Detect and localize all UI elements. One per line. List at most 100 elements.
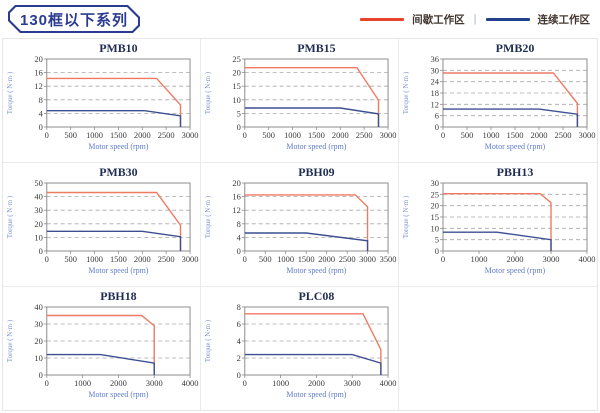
legend-item-intermittent: 间歇工作区 — [360, 12, 465, 27]
svg-text:Torque ( N·m ): Torque ( N·m ) — [402, 195, 410, 238]
svg-text:25: 25 — [232, 54, 240, 64]
svg-text:Motor speed (rpm): Motor speed (rpm) — [88, 266, 148, 275]
svg-text:2500: 2500 — [356, 130, 373, 140]
svg-text:Torque ( N·m ): Torque ( N·m ) — [204, 319, 212, 362]
svg-text:5: 5 — [237, 108, 241, 118]
svg-text:500: 500 — [461, 130, 474, 140]
svg-text:1000: 1000 — [483, 130, 500, 140]
svg-text:2000: 2000 — [134, 130, 151, 140]
empty-cell — [399, 287, 597, 410]
svg-text:25: 25 — [431, 189, 440, 199]
series-title-badge: 130框以下系列 — [8, 5, 140, 33]
svg-text:4000: 4000 — [380, 378, 397, 388]
svg-text:6: 6 — [435, 111, 439, 121]
svg-text:0: 0 — [243, 254, 247, 264]
svg-text:1000: 1000 — [272, 378, 289, 388]
svg-text:0: 0 — [45, 254, 49, 264]
svg-text:16: 16 — [232, 192, 240, 202]
svg-text:2000: 2000 — [134, 254, 151, 264]
svg-text:Torque ( N·m ): Torque ( N·m ) — [6, 195, 14, 238]
svg-text:2000: 2000 — [308, 378, 325, 388]
svg-text:2500: 2500 — [555, 130, 572, 140]
svg-text:8: 8 — [39, 95, 43, 105]
svg-text:Motor speed (rpm): Motor speed (rpm) — [88, 390, 148, 399]
svg-text:PLC08: PLC08 — [299, 289, 335, 303]
svg-text:1500: 1500 — [507, 130, 524, 140]
svg-text:Torque ( N·m ): Torque ( N·m ) — [6, 71, 14, 114]
svg-text:2000: 2000 — [332, 130, 349, 140]
legend-label-intermittent: 间歇工作区 — [412, 13, 465, 26]
svg-text:0: 0 — [237, 246, 241, 256]
svg-text:20: 20 — [34, 54, 42, 64]
intermittent-line-swatch — [360, 17, 405, 21]
svg-text:20: 20 — [431, 201, 440, 211]
svg-text:0: 0 — [441, 254, 445, 264]
svg-text:1000: 1000 — [277, 254, 294, 264]
svg-text:6: 6 — [237, 319, 241, 329]
svg-text:0: 0 — [237, 370, 241, 380]
svg-text:12: 12 — [232, 205, 240, 215]
svg-text:Motor speed (rpm): Motor speed (rpm) — [485, 266, 546, 275]
svg-text:Torque ( N·m ): Torque ( N·m ) — [204, 195, 212, 238]
svg-text:50: 50 — [34, 178, 42, 188]
svg-text:0: 0 — [243, 130, 247, 140]
svg-text:1000: 1000 — [471, 254, 488, 264]
svg-text:3000: 3000 — [543, 254, 560, 264]
svg-text:40: 40 — [34, 192, 42, 202]
svg-text:4000: 4000 — [182, 378, 199, 388]
svg-text:3000: 3000 — [579, 130, 596, 140]
svg-text:500: 500 — [259, 254, 272, 264]
svg-text:Torque ( N·m ): Torque ( N·m ) — [204, 71, 212, 114]
svg-text:2500: 2500 — [339, 254, 356, 264]
svg-text:4: 4 — [237, 232, 242, 242]
svg-text:1500: 1500 — [110, 130, 127, 140]
svg-text:0: 0 — [237, 122, 241, 132]
svg-text:20: 20 — [34, 219, 42, 229]
svg-text:30: 30 — [34, 205, 42, 215]
svg-text:8: 8 — [237, 219, 241, 229]
svg-text:1500: 1500 — [110, 254, 127, 264]
svg-text:500: 500 — [262, 130, 275, 140]
svg-text:20: 20 — [34, 336, 42, 346]
legend-separator: | — [473, 13, 477, 25]
svg-text:2500: 2500 — [158, 254, 175, 264]
svg-text:10: 10 — [34, 232, 42, 242]
svg-text:0: 0 — [435, 246, 439, 256]
svg-text:0: 0 — [435, 122, 439, 132]
svg-text:8: 8 — [237, 302, 241, 312]
svg-text:0: 0 — [45, 378, 49, 388]
svg-text:PBH18: PBH18 — [100, 289, 136, 303]
svg-text:10: 10 — [431, 223, 440, 233]
svg-text:30: 30 — [34, 319, 42, 329]
svg-text:2000: 2000 — [110, 378, 127, 388]
svg-text:Motor speed (rpm): Motor speed (rpm) — [286, 390, 346, 399]
svg-text:20: 20 — [232, 178, 240, 188]
svg-text:1000: 1000 — [86, 130, 103, 140]
svg-text:PMB10: PMB10 — [99, 41, 137, 55]
svg-text:30: 30 — [431, 65, 440, 75]
svg-text:3000: 3000 — [182, 130, 199, 140]
svg-text:Torque ( N·m ): Torque ( N·m ) — [6, 319, 14, 362]
svg-text:2500: 2500 — [158, 130, 175, 140]
svg-text:15: 15 — [431, 212, 440, 222]
continuous-line-swatch — [485, 17, 530, 21]
svg-text:10: 10 — [34, 353, 42, 363]
svg-text:3000: 3000 — [344, 378, 361, 388]
page-header: 130框以下系列 间歇工作区 | 连续工作区 — [0, 0, 600, 38]
svg-text:Motor speed (rpm): Motor speed (rpm) — [286, 266, 346, 275]
svg-text:3000: 3000 — [146, 378, 163, 388]
svg-text:24: 24 — [431, 77, 440, 87]
svg-text:4: 4 — [39, 108, 44, 118]
